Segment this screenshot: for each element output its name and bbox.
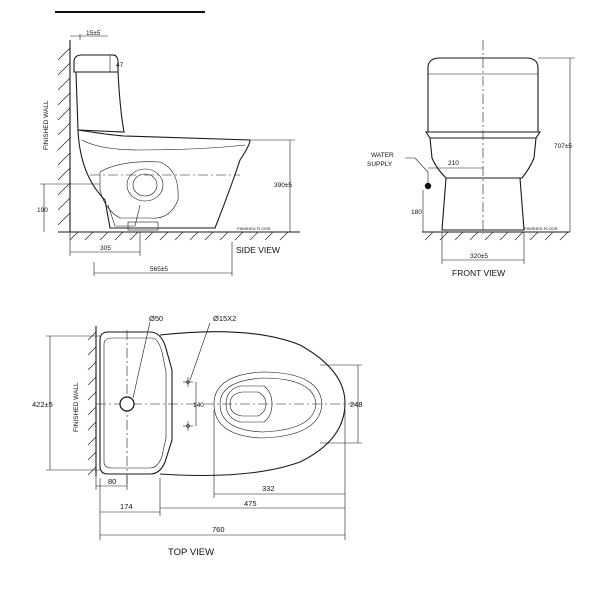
- top-view: Ø50 Ø15X2 140 422±5 FINISHED WALL 248 80…: [32, 314, 363, 558]
- dim-side-565: 565±5: [150, 266, 168, 273]
- dim-top-248: 248: [350, 400, 363, 409]
- dim-side-305: 305: [100, 245, 111, 252]
- side-finished-floor-label: FINISHED FLOOR: [237, 226, 271, 231]
- top-wall-hatch: [87, 331, 97, 476]
- dim-side-190: 190: [37, 207, 48, 214]
- top-view-title: TOP VIEW: [168, 547, 214, 558]
- supply-label: SUPPLY: [367, 161, 393, 168]
- dim-front-180: 180: [411, 209, 422, 216]
- dim-top-d15x2: Ø15X2: [213, 314, 236, 323]
- front-floor-hatch: [424, 231, 569, 241]
- dim-front-707: 707±5: [554, 143, 572, 150]
- dim-top-475: 475: [244, 499, 257, 508]
- dim-top-174: 174: [120, 502, 133, 511]
- dim-top-80: 80: [108, 477, 116, 486]
- front-finished-floor-label: FINISHED FLOOR: [524, 226, 558, 231]
- side-view-title: SIDE VIEW: [236, 245, 280, 255]
- drain-hole-icon: [119, 396, 135, 412]
- dim-top-d50: Ø50: [149, 314, 163, 323]
- dim-side-offset: 15±5: [86, 30, 101, 37]
- floor-hatch: [69, 231, 289, 241]
- dim-top-422: 422±5: [32, 400, 53, 409]
- side-finished-wall-label: FINISHED WALL: [43, 100, 50, 150]
- dim-front-320: 320±5: [470, 253, 488, 260]
- dim-top-760: 760: [212, 525, 225, 534]
- front-view: WATER SUPPLY FINISHED FLOOR 210 180 707±…: [367, 40, 575, 278]
- top-finished-wall-label: FINISHED WALL: [73, 382, 80, 432]
- dim-top-140: 140: [193, 402, 204, 409]
- wall-hatch: [57, 47, 71, 226]
- dim-top-332: 332: [262, 484, 275, 493]
- side-view: FINISHED FLOOR 15±5 47 190 390±5 305 565…: [37, 30, 300, 276]
- front-view-title: FRONT VIEW: [452, 268, 505, 278]
- dim-side-390: 390±5: [274, 182, 292, 189]
- water-supply-icon: [424, 182, 432, 190]
- dim-front-210: 210: [448, 160, 459, 167]
- dim-side-47: 47: [116, 62, 124, 69]
- water-label: WATER: [371, 152, 394, 159]
